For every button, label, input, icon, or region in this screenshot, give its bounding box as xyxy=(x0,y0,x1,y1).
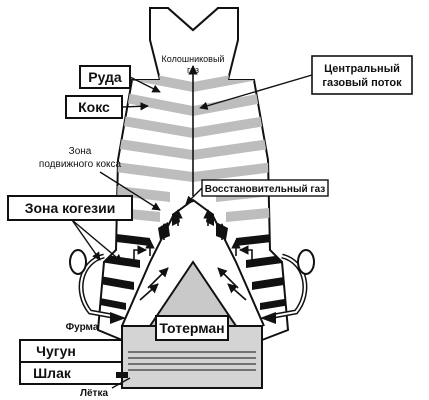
gas-arrow-right-diag-1 xyxy=(227,283,247,301)
coke-label: Кокс xyxy=(78,99,110,115)
reducing-gas-label: Восстановительный газ xyxy=(205,184,326,195)
gas-arrow-right-side xyxy=(239,245,253,262)
throat-top xyxy=(167,7,219,32)
central-flow-label-line2: газовый поток xyxy=(322,77,402,89)
mobile-coke-label-line2: подвижного кокса xyxy=(39,159,122,170)
hearth-liquid-lines xyxy=(128,351,256,371)
mobile-coke-label-line1: Зона xyxy=(69,146,92,157)
central-flow-label-box xyxy=(311,55,413,95)
gas-arrow-left-diag-1 xyxy=(139,283,159,301)
hot-metal-label: Чугун xyxy=(36,343,76,359)
taphole xyxy=(116,372,128,378)
gas-arrow-left-diag-2 xyxy=(147,267,169,289)
top-gas-label-line2: газ xyxy=(187,65,199,75)
central-flow-label-line1: Центральный xyxy=(324,63,400,75)
gas-arrow-left-side xyxy=(133,245,147,262)
slag-label: Шлак xyxy=(33,365,72,381)
deadman-label-box xyxy=(155,315,229,341)
taphole-label: Лётка xyxy=(80,388,108,399)
gas-flow-arrows xyxy=(133,65,253,301)
leader-lines xyxy=(71,74,313,389)
ore-label: Руда xyxy=(88,69,122,85)
cohesion-zone-label: Зона когезии xyxy=(25,200,116,216)
tuyere-label: Фурма xyxy=(66,322,99,333)
top-gas-label-line1: Колошниковый xyxy=(162,54,225,64)
gas-arrow-right-diag-2 xyxy=(217,267,239,289)
cohesion-label-box xyxy=(7,195,133,221)
tuyere-right xyxy=(260,249,315,324)
deadman-label: Тотерман xyxy=(159,320,224,336)
